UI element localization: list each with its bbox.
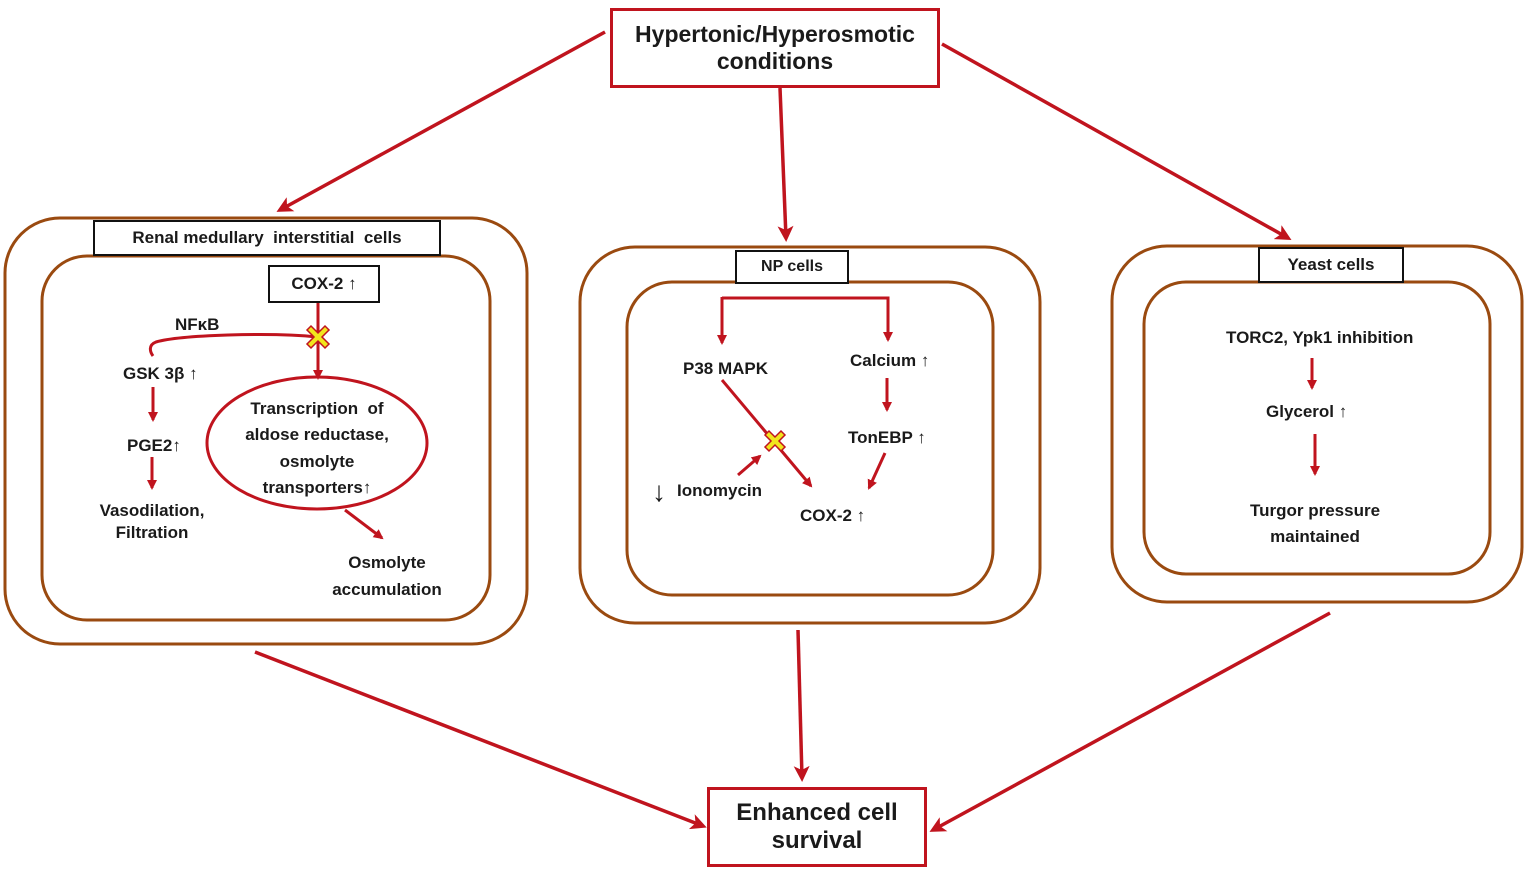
left-panel-title-text: Renal medullary interstitial cells <box>132 228 402 247</box>
down-arrow-icon: ↓ <box>652 476 666 507</box>
trans-line1: Transcription of <box>250 399 384 418</box>
enhanced-survival-box: Enhanced cell survival <box>707 787 927 867</box>
top-box-line1: Hypertonic/Hyperosmotic <box>635 21 915 47</box>
tonebp-label: TonEBP ↑ <box>848 428 926 447</box>
transcription-label: Transcription of aldose reductase, osmol… <box>232 396 402 501</box>
vaso-line1: Vasodilation, <box>99 501 205 520</box>
right-panel-title-text: Yeast cells <box>1287 255 1375 274</box>
mid-cell-outer <box>578 245 1042 625</box>
turgor-line1: Turgor pressure <box>1249 501 1381 520</box>
glycerol-label: Glycerol ↑ <box>1266 402 1348 421</box>
cox2-left-text: COX-2 ↑ <box>291 274 357 293</box>
arrow-tonebp-to-cox2 <box>867 452 887 490</box>
ionomycin-label: Ionomycin <box>677 481 763 500</box>
left-cell-inner <box>40 254 492 622</box>
inhibition-x-icon-mid <box>763 429 787 453</box>
vaso-line2: Filtration <box>115 523 189 543</box>
top-box-line2: conditions <box>716 48 834 74</box>
vasodilation-label: Vasodilation, Filtration <box>90 500 214 544</box>
nfkb-to-gsk-curve <box>148 333 319 357</box>
arrow-top-to-mid <box>777 87 794 242</box>
mid-panel-title: NP cells <box>735 250 849 284</box>
gsk-label: GSK 3β ↑ <box>123 364 198 383</box>
bottom-box-line1: Enhanced cell <box>736 799 898 826</box>
mid-cell-inner <box>625 280 995 597</box>
cox2-mid-label: COX-2 ↑ <box>800 506 866 525</box>
arrow-top-to-right <box>941 42 1292 240</box>
nfkb-label: NFκB <box>175 315 220 334</box>
bottom-box-line2: survival <box>771 827 863 854</box>
hyperosmotic-conditions-box: Hypertonic/Hyperosmotic conditions <box>610 8 940 88</box>
left-panel-title: Renal medullary interstitial cells <box>93 220 441 256</box>
cox2-box-left: COX-2 ↑ <box>268 265 380 303</box>
arrow-left-to-bottom <box>254 650 707 830</box>
trans-line3: osmolyte <box>279 451 355 471</box>
transcription-ellipse <box>205 375 429 511</box>
torc-label: TORC2, Ypk1 inhibition <box>1226 328 1414 347</box>
inhibition-x-icon-left <box>305 324 331 350</box>
osmo-line1: Osmolyte <box>348 553 426 572</box>
calcium-label: Calcium ↑ <box>850 351 930 370</box>
arrow-mid-to-bottom <box>793 629 810 782</box>
pge2-label: PGE2↑ <box>127 436 181 455</box>
arrow-ionomycin-to-x <box>737 454 762 477</box>
turgor-label: Turgor pressure maintained <box>1235 498 1395 551</box>
left-cell-outer <box>3 216 529 646</box>
arrow-right-to-bottom <box>929 611 1331 832</box>
trans-line2: aldose reductase, <box>245 425 389 445</box>
osmo-line2: accumulation <box>332 580 442 600</box>
p38-label: P38 MAPK <box>683 359 769 378</box>
right-cell-outer <box>1110 244 1524 604</box>
bracket-top-line <box>722 296 890 304</box>
arrow-transcription-to-osmolyte <box>344 508 384 540</box>
right-panel-title: Yeast cells <box>1258 247 1404 283</box>
arrow-top-to-left <box>276 30 606 212</box>
turgor-line2: maintained <box>1270 527 1360 547</box>
mid-panel-title-text: NP cells <box>761 258 823 275</box>
osmolyte-label: Osmolyte accumulation <box>322 549 452 603</box>
trans-line4: transporters↑ <box>262 478 372 498</box>
